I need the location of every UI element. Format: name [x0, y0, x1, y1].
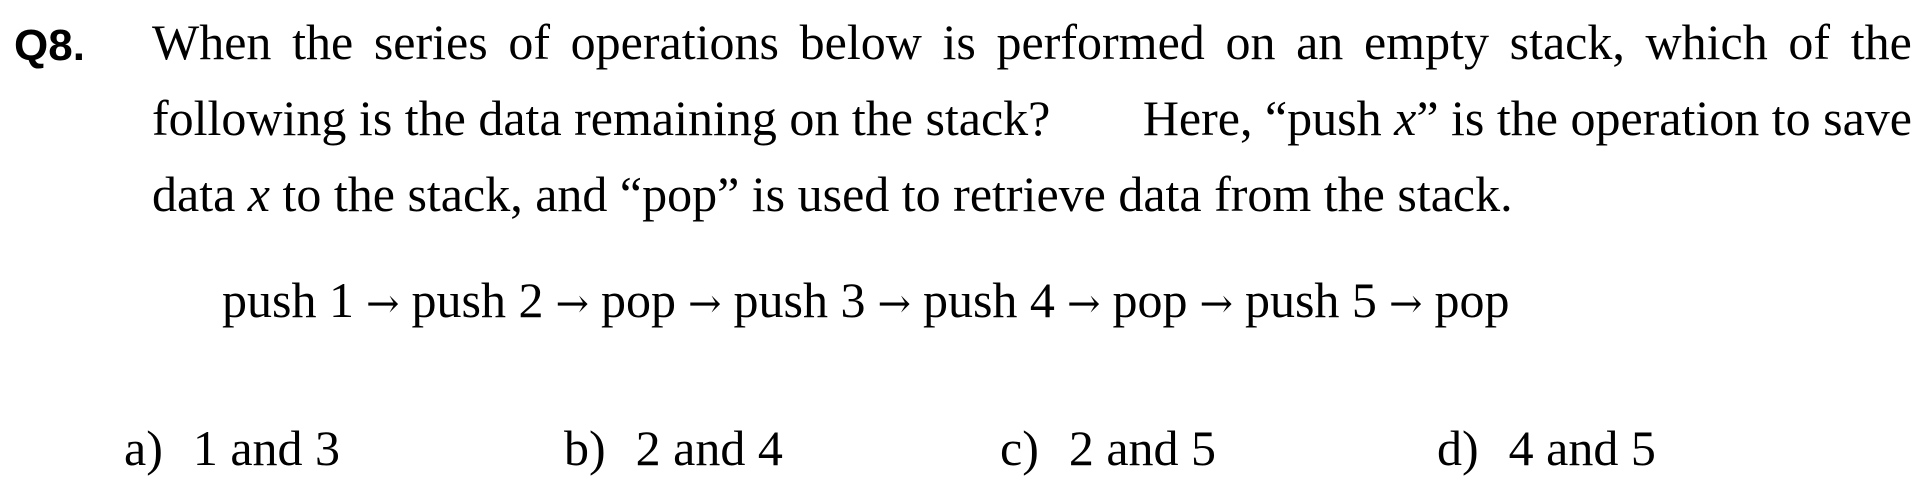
word: which — [1645, 14, 1768, 70]
operation: push 4 — [922, 272, 1055, 328]
word: of — [1788, 14, 1831, 70]
variable-x: x — [1394, 90, 1417, 146]
operation: pop — [600, 272, 676, 328]
variable-x: x — [247, 166, 270, 222]
question-number: Q8. — [14, 21, 85, 70]
operation: pop — [1434, 272, 1510, 328]
right-arrow-icon: → — [555, 281, 589, 327]
right-arrow-icon: → — [1199, 281, 1233, 327]
answer-choice-c[interactable]: c) 2 and 5 — [1000, 418, 1216, 478]
right-arrow-icon: → — [365, 281, 400, 327]
choice-text: 2 and 4 — [635, 420, 783, 476]
word: on — [1225, 14, 1276, 70]
choice-text: 1 and 3 — [192, 420, 341, 476]
answer-choice-a[interactable]: a) 1 and 3 — [124, 418, 340, 478]
right-arrow-icon: → — [687, 281, 722, 327]
answer-choice-b[interactable]: b) 2 and 4 — [564, 418, 783, 478]
right-arrow-icon: → — [1388, 281, 1423, 327]
question-text: When the series of operations below is p… — [152, 4, 1912, 232]
right-arrow-icon: → — [1066, 281, 1101, 327]
question-line-3: data x to the stack, and “pop” is used t… — [152, 166, 1513, 222]
word: below — [799, 14, 922, 70]
operation: push 3 — [733, 272, 866, 328]
word: operations — [570, 14, 779, 70]
choice-letter: d) — [1437, 420, 1479, 476]
choice-letter: a) — [124, 420, 163, 476]
answer-choice-d[interactable]: d) 4 and 5 — [1437, 418, 1656, 478]
operation: push 5 — [1244, 272, 1377, 328]
operation: pop — [1112, 272, 1188, 328]
word: stack, — [1509, 14, 1625, 70]
line-2-part-b: Here, “push x” is the operation to save — [1142, 90, 1912, 146]
right-arrow-icon: → — [877, 281, 911, 327]
word: When — [152, 14, 272, 70]
question-line-2: following is the data remaining on the s… — [152, 80, 1912, 156]
word: an — [1296, 14, 1344, 70]
word: performed — [996, 14, 1205, 70]
word: is — [942, 14, 976, 70]
question-line-1: When the series of operations below is p… — [152, 4, 1912, 80]
operation-sequence: push 1→push 2→pop→push 3→push 4→pop→push… — [222, 270, 1509, 334]
operation: push 2 — [411, 272, 544, 328]
word: series — [373, 14, 488, 70]
line-2-part-a: following is the data remaining on the s… — [152, 90, 1051, 146]
choice-text: 4 and 5 — [1508, 420, 1656, 476]
choice-text: 2 and 5 — [1068, 420, 1217, 476]
word: empty — [1363, 14, 1489, 70]
word: of — [508, 14, 550, 70]
choice-letter: b) — [564, 420, 606, 476]
operation: push 1 — [222, 272, 354, 328]
word: the — [1850, 14, 1912, 70]
choice-letter: c) — [1000, 420, 1039, 476]
word: the — [292, 14, 354, 70]
